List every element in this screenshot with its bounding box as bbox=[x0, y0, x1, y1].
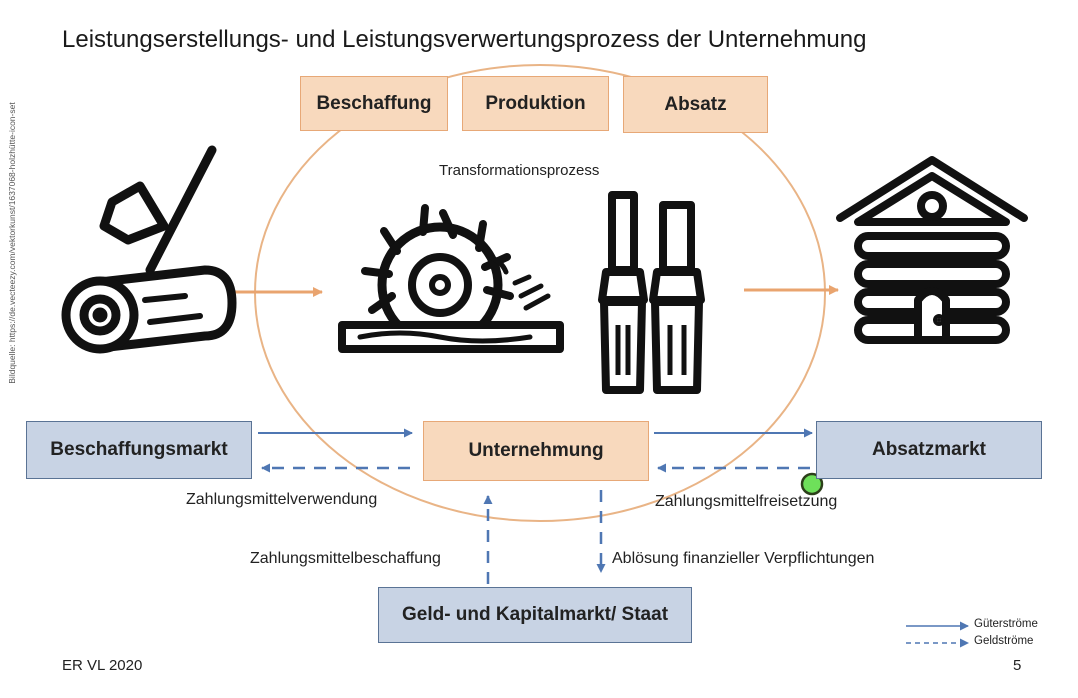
label-abloesung: Ablösung finanzieller Verpflichtungen bbox=[612, 550, 875, 567]
circular-saw-icon bbox=[338, 204, 564, 353]
pointer-dot bbox=[800, 472, 824, 496]
unternehmung-box: Unternehmung bbox=[423, 421, 649, 481]
label-zahlungsmittelfreisetzung: Zahlungsmittelfreisetzung bbox=[655, 493, 838, 510]
absatzmarkt-box: Absatzmarkt bbox=[816, 421, 1042, 479]
geldmarkt-box: Geld- und Kapitalmarkt/ Staat bbox=[378, 587, 692, 643]
legend-geldstroeme: Geldströme bbox=[974, 635, 1034, 647]
footer-course: ER VL 2020 bbox=[62, 657, 143, 674]
image-source: Bildquelle: https://de.vecteezy.com/vekt… bbox=[7, 102, 17, 384]
page-number: 5 bbox=[1013, 657, 1022, 674]
transformation-label: Transformationsprozess bbox=[439, 162, 600, 179]
label-zahlungsmittelverwendung: Zahlungsmittelverwendung bbox=[186, 491, 378, 508]
phase-absatz: Absatz bbox=[623, 76, 768, 133]
label-zahlungsmittelbeschaffung: Zahlungsmittelbeschaffung bbox=[250, 550, 441, 567]
beschaffungsmarkt-box: Beschaffungsmarkt bbox=[26, 421, 252, 479]
log-cabin-icon bbox=[836, 156, 1028, 344]
phase-produktion: Produktion bbox=[462, 76, 609, 131]
page-title: Leistungserstellungs- und Leistungsverwe… bbox=[62, 26, 867, 53]
chisel-icon bbox=[598, 191, 705, 394]
axe-log-icon bbox=[61, 145, 237, 354]
phase-beschaffung: Beschaffung bbox=[300, 76, 448, 131]
legend-gueterstroeme: Güterströme bbox=[974, 618, 1038, 630]
